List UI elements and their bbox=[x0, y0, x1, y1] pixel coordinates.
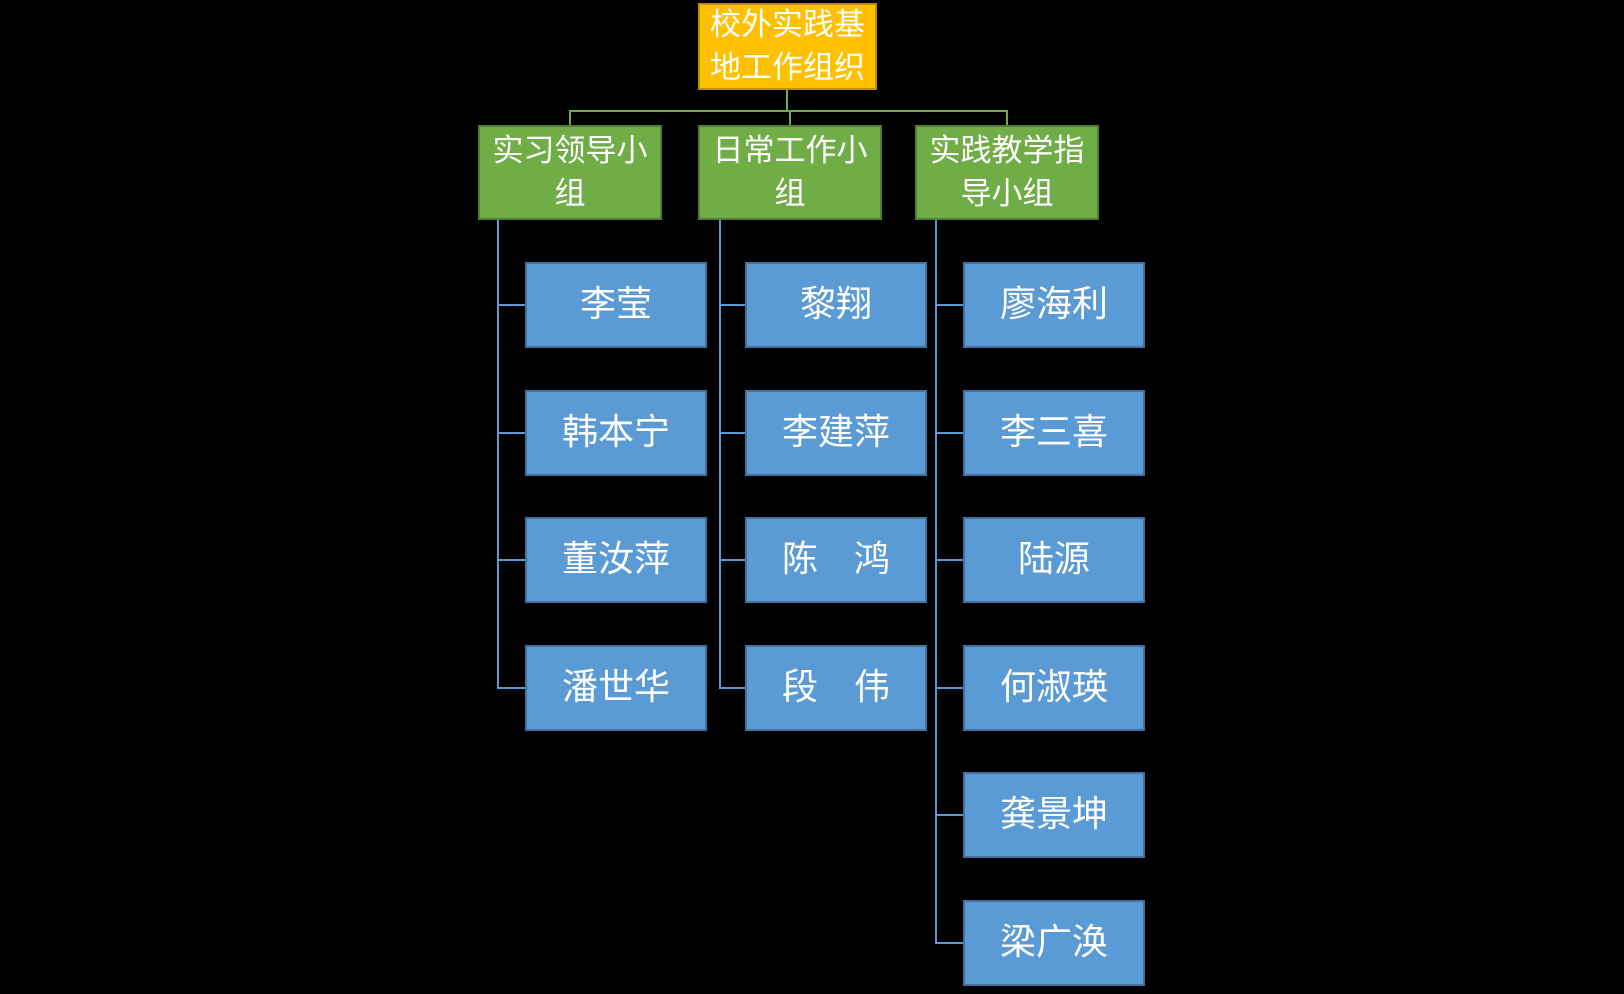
connector-root-stem bbox=[786, 90, 788, 111]
connector-col3-stub-6 bbox=[935, 942, 963, 944]
connector-col1-stub-2 bbox=[497, 432, 525, 434]
member-box-3-5: 龚景坤 bbox=[963, 772, 1145, 858]
member-box-1-3: 董汝萍 bbox=[525, 517, 707, 603]
connector-col3-stub-1 bbox=[935, 304, 963, 306]
connector-col3-stub-2 bbox=[935, 432, 963, 434]
connector-col2-stub-4 bbox=[719, 687, 745, 689]
member-box-2-3: 陈 鸿 bbox=[745, 517, 927, 603]
member-box-2-2: 李建萍 bbox=[745, 390, 927, 476]
member-box-1-1: 李莹 bbox=[525, 262, 707, 348]
member-box-3-3: 陆源 bbox=[963, 517, 1145, 603]
connector-col1-spine bbox=[497, 220, 499, 689]
connector-col3-stub-4 bbox=[935, 687, 963, 689]
root-box: 校外实践基地工作组织 bbox=[698, 3, 877, 90]
member-box-1-4: 潘世华 bbox=[525, 645, 707, 731]
group-box-2: 日常工作小组 bbox=[698, 125, 882, 220]
member-box-2-1: 黎翔 bbox=[745, 262, 927, 348]
connector-col1-stub-1 bbox=[497, 304, 525, 306]
connector-col3-spine bbox=[935, 220, 937, 944]
connector-drop-group-1 bbox=[569, 110, 571, 125]
member-box-3-2: 李三喜 bbox=[963, 390, 1145, 476]
connector-col1-stub-4 bbox=[497, 687, 525, 689]
group-box-1: 实习领导小组 bbox=[478, 125, 662, 220]
connector-col3-stub-3 bbox=[935, 559, 963, 561]
member-box-3-6: 梁广涣 bbox=[963, 900, 1145, 986]
connector-col1-stub-3 bbox=[497, 559, 525, 561]
connector-drop-group-2 bbox=[789, 110, 791, 125]
connector-col2-stub-1 bbox=[719, 304, 745, 306]
member-box-3-4: 何淑瑛 bbox=[963, 645, 1145, 731]
connector-col2-stub-3 bbox=[719, 559, 745, 561]
group-box-3: 实践教学指导小组 bbox=[915, 125, 1099, 220]
member-box-3-1: 廖海利 bbox=[963, 262, 1145, 348]
member-box-2-4: 段 伟 bbox=[745, 645, 927, 731]
connector-col2-stub-2 bbox=[719, 432, 745, 434]
member-box-1-2: 韩本宁 bbox=[525, 390, 707, 476]
connector-col2-spine bbox=[719, 220, 721, 689]
connector-col3-stub-5 bbox=[935, 814, 963, 816]
connector-root-rail bbox=[569, 110, 1008, 112]
connector-drop-group-3 bbox=[1006, 110, 1008, 125]
